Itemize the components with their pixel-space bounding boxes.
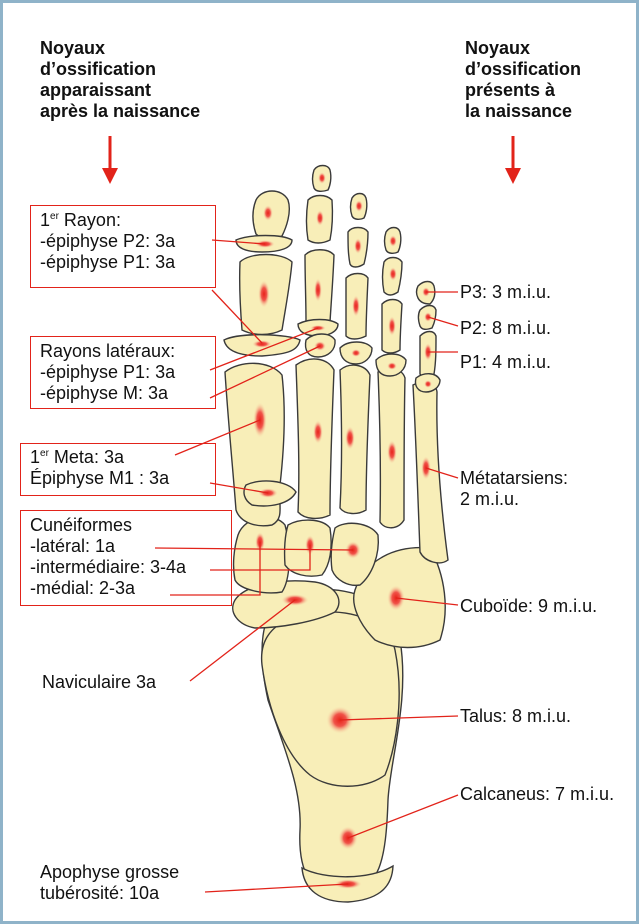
header-left-line-1: Noyaux [40, 38, 200, 59]
rayon1-title-rest: Rayon: [59, 210, 121, 230]
apophyse-label: Apophyse grosse tubérosité: 10a [40, 862, 179, 904]
header-right-line-1: Noyaux [465, 38, 581, 59]
rayons-lateraux-line-m: -épiphyse M: 3a [40, 383, 175, 404]
rayons-lateraux-label: Rayons latéraux: -épiphyse P1: 3a -épiph… [40, 341, 175, 404]
meta1-label: 1er Meta: 3a Épiphyse M1 : 3a [30, 447, 169, 489]
rayon1-line-p2: -épiphyse P2: 3a [40, 231, 175, 252]
cuneiformes-label: Cunéiformes -latéral: 1a -intermédiaire:… [30, 515, 186, 599]
arrow-left [102, 136, 118, 184]
metatarsiens-label: Métatarsiens: 2 m.i.u. [460, 468, 568, 510]
cuneiformes-line-lateral: -latéral: 1a [30, 536, 186, 557]
p1-label: P1: 4 m.i.u. [460, 352, 551, 373]
rayon1-line-p1: -épiphyse P1: 3a [40, 252, 175, 273]
meta1-title: 1er Meta: 3a [30, 447, 169, 468]
meta1-title-rest: Meta: 3a [49, 447, 124, 467]
cuneiformes-title: Cunéiformes [30, 515, 186, 536]
meta1-line-epiphyse: Épiphyse M1 : 3a [30, 468, 169, 489]
metatarsal-3-bone [340, 365, 370, 513]
cuboide-label: Cuboïde: 9 m.i.u. [460, 596, 597, 617]
rayon1-title-num: 1 [40, 210, 50, 230]
cuneiform-medial-bone [234, 517, 290, 593]
rayon1-title: 1er Rayon: [40, 210, 175, 231]
rayon1-label: 1er Rayon: -épiphyse P2: 3a -épiphyse P1… [40, 210, 175, 273]
arrow-right [505, 136, 521, 184]
header-right-line-2: d’ossification [465, 59, 581, 80]
rayon1-title-sup: er [50, 211, 59, 222]
metatarsiens-line-1: Métatarsiens: [460, 468, 568, 489]
apophyse-line-2: tubérosité: 10a [40, 883, 179, 904]
naviculaire-label: Naviculaire 3a [42, 672, 156, 693]
metatarsiens-line-2: 2 m.i.u. [460, 489, 568, 510]
cuneiformes-line-intermediaire: -intermédiaire: 3-4a [30, 557, 186, 578]
calcaneus-label: Calcaneus: 7 m.i.u. [460, 784, 614, 805]
header-right-line-3: présents à [465, 80, 581, 101]
cuneiformes-line-medial: -médial: 2-3a [30, 578, 186, 599]
rayons-lateraux-title: Rayons latéraux: [40, 341, 175, 362]
p2-label: P2: 8 m.i.u. [460, 318, 551, 339]
header-right-line-4: la naissance [465, 101, 581, 122]
header-left: Noyaux d’ossification apparaissant après… [40, 38, 200, 122]
header-right: Noyaux d’ossification présents à la nais… [465, 38, 581, 122]
header-left-line-3: apparaissant [40, 80, 200, 101]
rayons-lateraux-line-p1: -épiphyse P1: 3a [40, 362, 175, 383]
meta1-title-num: 1 [30, 447, 40, 467]
header-left-line-4: après la naissance [40, 101, 200, 122]
header-left-line-2: d’ossification [40, 59, 200, 80]
meta1-title-sup: er [40, 448, 49, 459]
apophyse-line-1: Apophyse grosse [40, 862, 179, 883]
p3-label: P3: 3 m.i.u. [460, 282, 551, 303]
talus-label: Talus: 8 m.i.u. [460, 706, 571, 727]
